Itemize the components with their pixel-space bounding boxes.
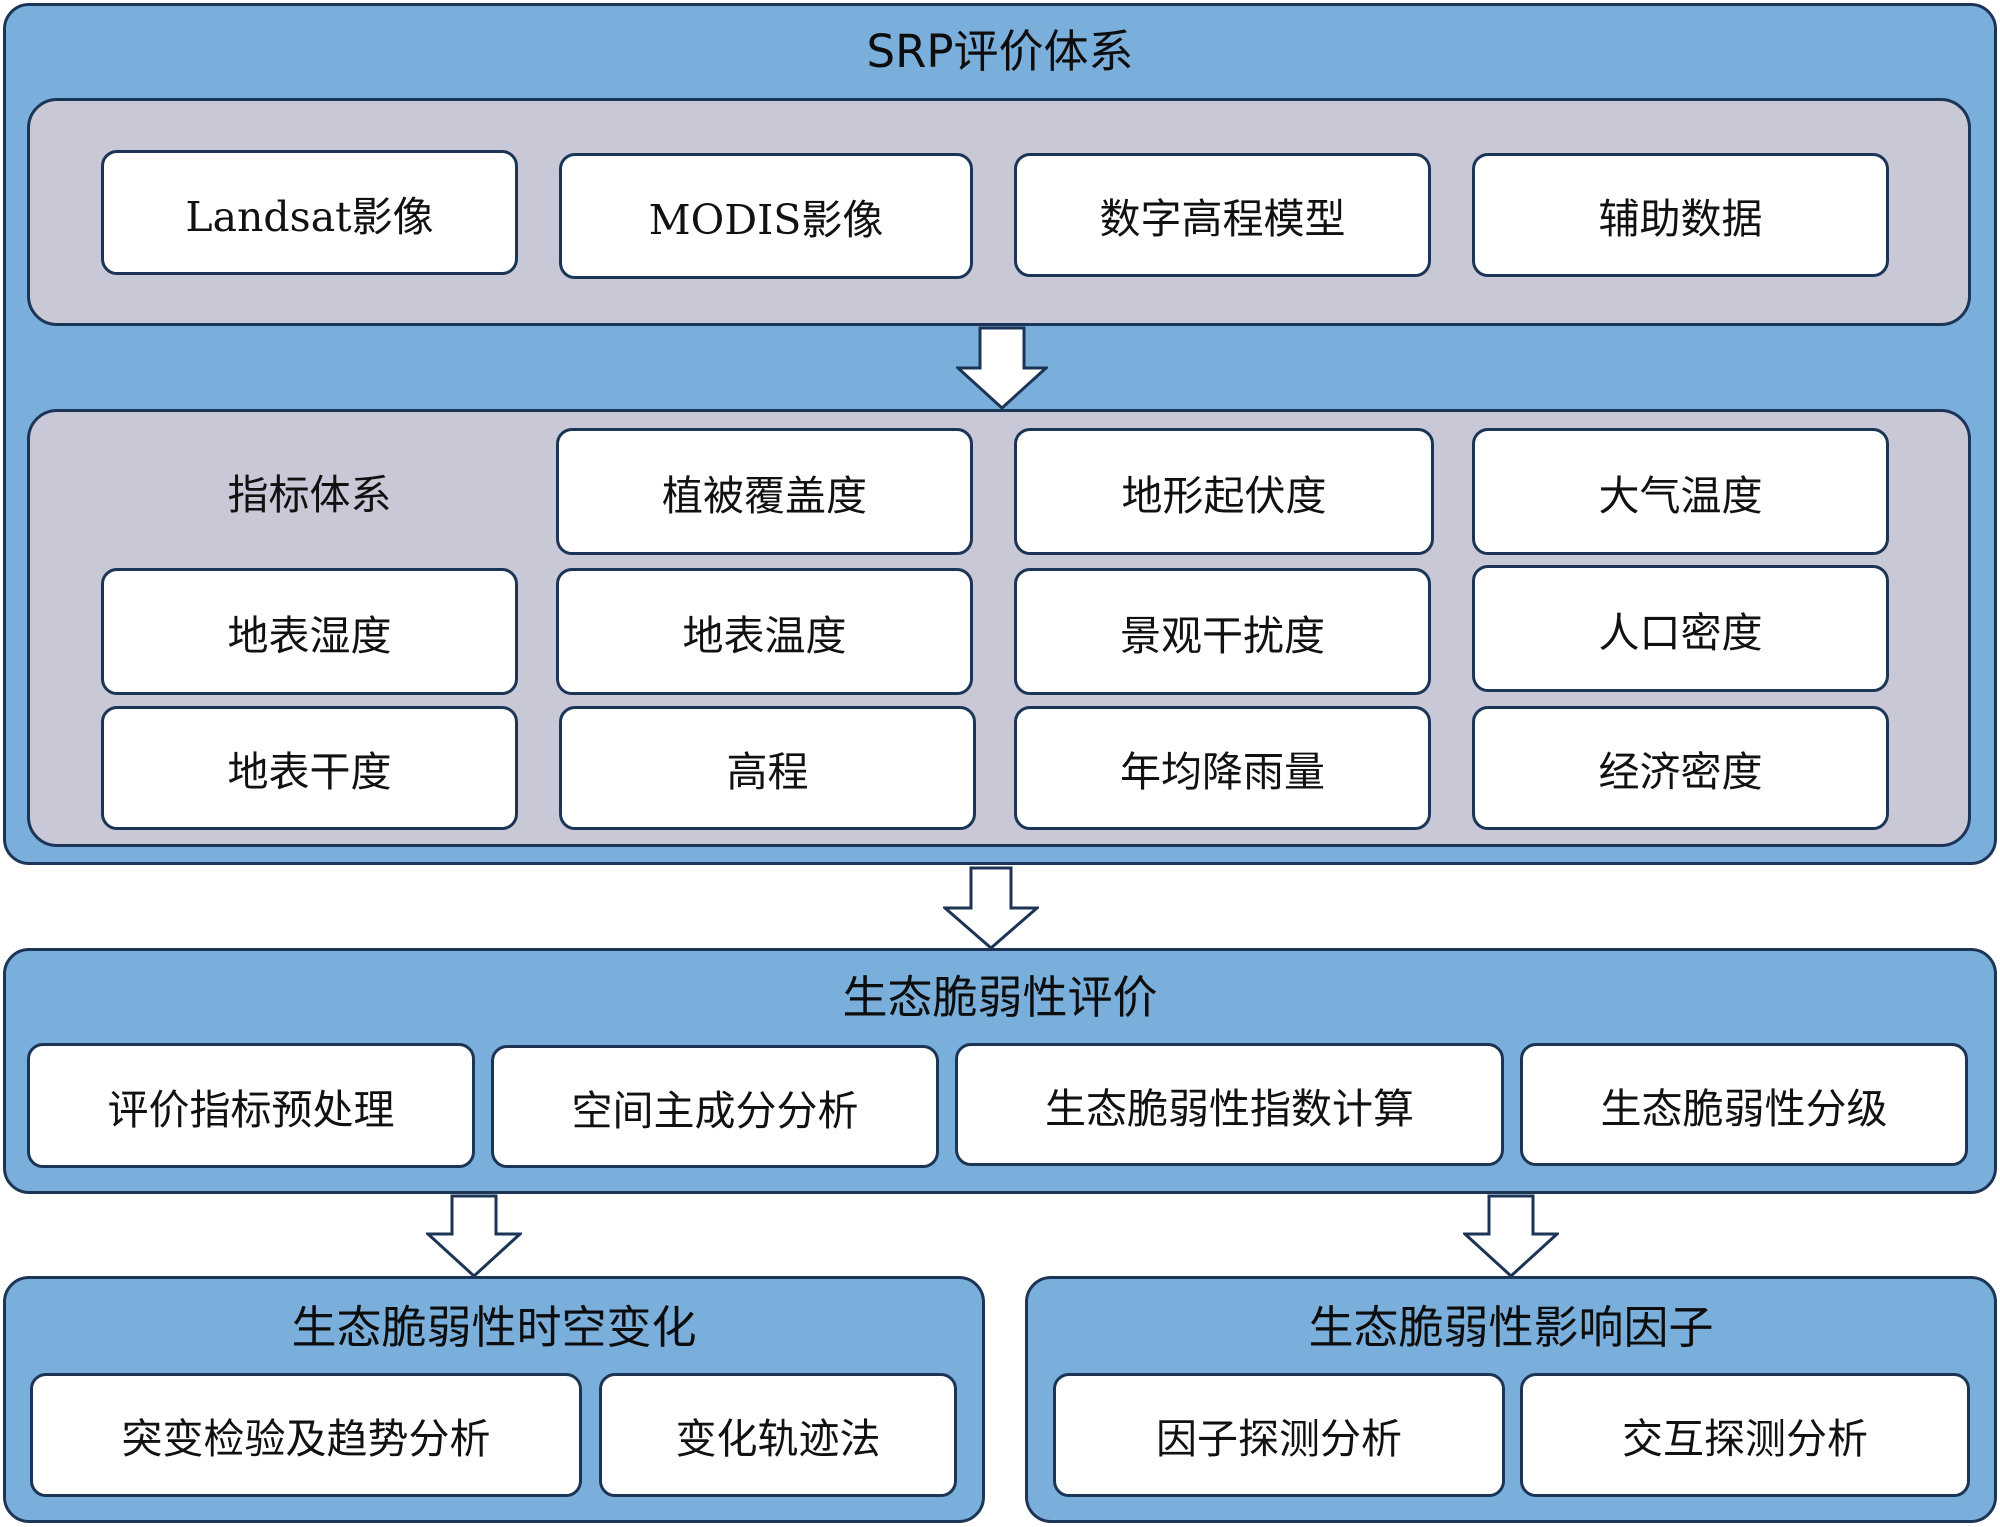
indicator-vegetation-cover: 植被覆盖度 xyxy=(556,428,973,555)
indicator-elevation: 高程 xyxy=(559,706,976,830)
data-source-modis: MODIS影像 xyxy=(559,153,973,279)
indicator-landscape-disturbance: 景观干扰度 xyxy=(1014,568,1431,695)
method-change-trajectory: 变化轨迹法 xyxy=(599,1373,957,1497)
step-classification: 生态脆弱性分级 xyxy=(1520,1043,1968,1166)
data-source-auxiliary: 辅助数据 xyxy=(1472,153,1889,277)
indicator-air-temperature: 大气温度 xyxy=(1472,428,1889,555)
indicator-system-label: 指标体系 xyxy=(227,471,392,519)
indicator-surface-wetness: 地表湿度 xyxy=(101,568,518,695)
step-preprocessing: 评价指标预处理 xyxy=(27,1043,475,1168)
method-mutation-trend: 突变检验及趋势分析 xyxy=(30,1373,582,1497)
down-arrow-icon xyxy=(1463,1194,1559,1278)
indicator-surface-dryness: 地表干度 xyxy=(101,706,518,830)
evaluation-title: 生态脆弱性评价 xyxy=(842,971,1158,1024)
down-arrow-icon xyxy=(943,866,1039,950)
method-interaction-detector: 交互探测分析 xyxy=(1520,1373,1970,1497)
indicator-annual-rainfall: 年均降雨量 xyxy=(1014,706,1431,830)
down-arrow-icon xyxy=(956,326,1048,410)
step-spatial-pca: 空间主成分分析 xyxy=(491,1045,939,1168)
indicator-relief: 地形起伏度 xyxy=(1014,428,1434,555)
indicator-population-density: 人口密度 xyxy=(1472,565,1889,692)
down-arrow-icon xyxy=(426,1194,522,1278)
indicator-surface-temperature: 地表温度 xyxy=(556,568,973,695)
spatiotemporal-change-title: 生态脆弱性时空变化 xyxy=(291,1301,697,1354)
data-source-dem: 数字高程模型 xyxy=(1014,153,1431,277)
step-index-calculation: 生态脆弱性指数计算 xyxy=(955,1043,1504,1166)
method-factor-detector: 因子探测分析 xyxy=(1053,1373,1505,1497)
data-source-landsat: Landsat影像 xyxy=(101,150,518,275)
indicator-economic-density: 经济密度 xyxy=(1472,706,1889,830)
influence-factors-title: 生态脆弱性影响因子 xyxy=(1308,1301,1714,1354)
srp-title: SRP评价体系 xyxy=(866,25,1134,78)
